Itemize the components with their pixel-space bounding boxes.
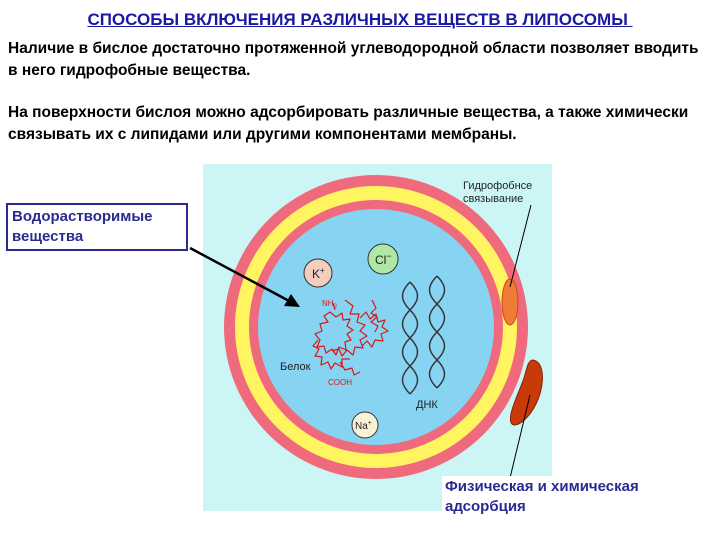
adsorbed-particle (510, 359, 543, 426)
protein-chain (312, 299, 389, 376)
dna-helices (401, 275, 446, 395)
page-title: СПОСОБЫ ВКЛЮЧЕНИЯ РАЗЛИЧНЫХ ВЕЩЕСТВ В ЛИ… (87, 10, 633, 29)
adsorption-callout: Физическая и химическая адсорбция (442, 476, 663, 518)
paragraph-adsorption: На поверхности бислоя можно адсорбироват… (8, 104, 689, 143)
dna-label: ДНК (416, 399, 438, 411)
callout-arrow-line (189, 246, 292, 304)
nh2-label: NH2 (322, 299, 338, 310)
hydrophobic-label-line1: Гидрофобнсе (463, 180, 532, 192)
paragraph-hydrophobic: Наличие в бислое достаточно протяженной … (8, 40, 699, 79)
callout-arrow-head (284, 294, 300, 307)
hydrophobic-particle (501, 278, 519, 326)
ion-na: Na+ (351, 411, 379, 439)
ion-cl-symbol: Cl− (375, 251, 392, 267)
cooh-label: COOH (328, 378, 352, 387)
ion-cl: Cl− (367, 243, 399, 275)
hydrophobic-pointer-line (509, 204, 532, 288)
ion-k-symbol: K+ (312, 266, 325, 281)
ion-k: K+ (303, 258, 333, 288)
adsorption-pointer-line (509, 394, 531, 479)
liposome-lumen (258, 209, 494, 445)
water-soluble-callout: Водорастворимые вещества (6, 203, 188, 251)
ion-na-symbol: Na+ (355, 420, 372, 432)
hydrophobic-label-line2: связывание (463, 193, 523, 205)
protein-label: Белок (280, 361, 311, 373)
